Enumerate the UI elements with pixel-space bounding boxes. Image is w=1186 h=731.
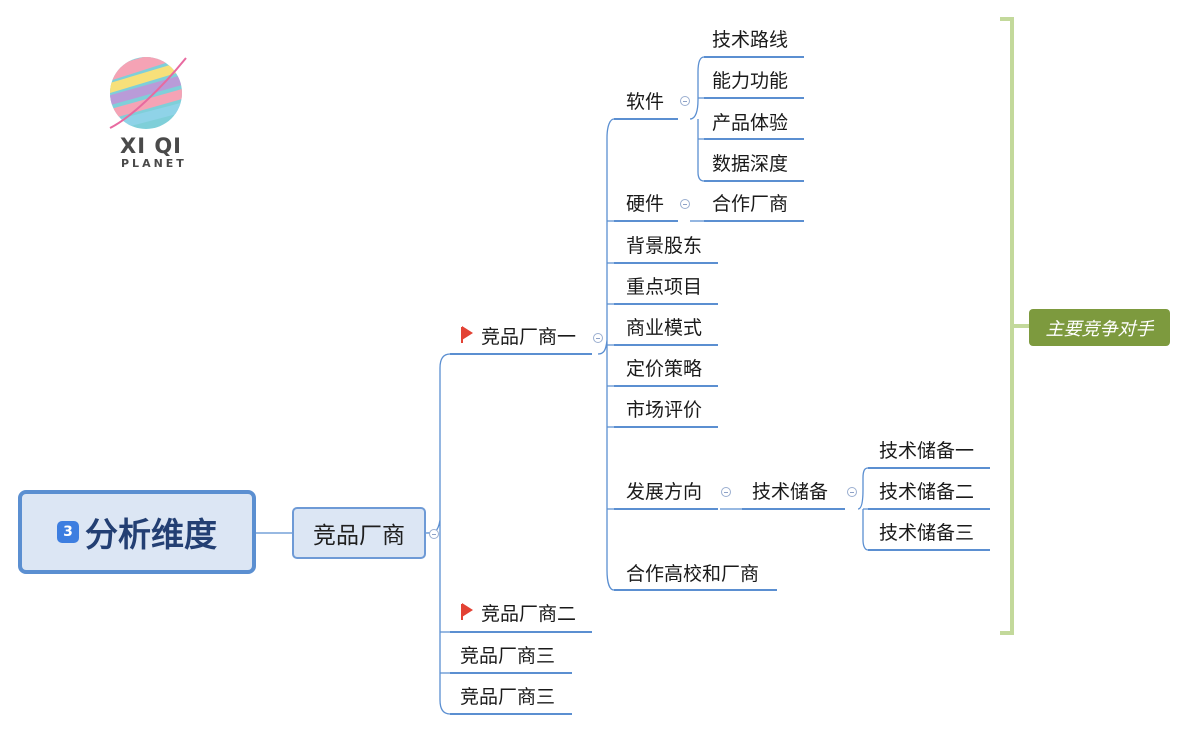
collapse-direction-icon[interactable] bbox=[721, 487, 731, 497]
vendor1-label: 竞品厂商一 bbox=[481, 326, 577, 348]
topic-vendor1[interactable]: 竞品厂商一 bbox=[461, 325, 576, 349]
topic-competitors[interactable]: 竞品厂商 bbox=[292, 507, 426, 559]
topic-software-child[interactable]: 技术路线 bbox=[712, 29, 789, 51]
topic-software[interactable]: 软件 bbox=[626, 91, 665, 113]
summary-label[interactable]: 主要竞争对手 bbox=[1029, 309, 1170, 346]
topic-pricing[interactable]: 定价策略 bbox=[626, 358, 703, 380]
collapse-software-icon[interactable] bbox=[680, 96, 690, 106]
logo-planet-icon bbox=[109, 57, 187, 129]
topic-partners[interactable]: 合作高校和厂商 bbox=[626, 563, 760, 585]
topic-hardware[interactable]: 硬件 bbox=[626, 193, 665, 215]
topic-background[interactable]: 背景股东 bbox=[626, 235, 703, 257]
connector-level1-vendors bbox=[425, 353, 451, 715]
topic-business[interactable]: 商业模式 bbox=[626, 317, 703, 339]
root-topic[interactable]: 3 分析维度 bbox=[18, 490, 256, 574]
topic-tech-child[interactable]: 技术储备三 bbox=[879, 522, 975, 544]
topic-direction[interactable]: 发展方向 bbox=[626, 481, 703, 503]
logo-line2: PLANET bbox=[121, 157, 187, 170]
collapse-tech-icon[interactable] bbox=[847, 487, 857, 497]
topic-vendor2[interactable]: 竞品厂商二 bbox=[461, 602, 576, 626]
logo-line1: XI QI bbox=[120, 134, 182, 158]
topic-hardware-child[interactable]: 合作厂商 bbox=[712, 193, 789, 215]
summary-bracket bbox=[1000, 17, 1029, 635]
connector-vendor1-branches bbox=[597, 118, 615, 591]
collapse-vendor1-icon[interactable] bbox=[593, 333, 603, 343]
root-title: 分析维度 bbox=[85, 515, 217, 554]
collapse-level1-icon[interactable] bbox=[429, 529, 439, 539]
flag-icon bbox=[461, 603, 477, 620]
vendor2-label: 竞品厂商二 bbox=[481, 603, 577, 625]
topic-software-child[interactable]: 能力功能 bbox=[712, 70, 789, 92]
priority-badge-icon: 3 bbox=[57, 521, 79, 543]
topic-vendor3b[interactable]: 竞品厂商三 bbox=[460, 686, 556, 708]
topic-projects[interactable]: 重点项目 bbox=[626, 276, 703, 298]
topic-vendor3a[interactable]: 竞品厂商三 bbox=[460, 645, 556, 667]
connector-tech-children bbox=[857, 467, 869, 551]
connector-software-children bbox=[689, 56, 705, 182]
topic-market[interactable]: 市场评价 bbox=[626, 399, 703, 421]
topic-tech-child[interactable]: 技术储备一 bbox=[879, 440, 975, 462]
topic-software-child[interactable]: 数据深度 bbox=[712, 153, 789, 175]
flag-icon bbox=[461, 326, 477, 343]
collapse-hardware-icon[interactable] bbox=[680, 199, 690, 209]
topic-tech-child[interactable]: 技术储备二 bbox=[879, 481, 975, 503]
topic-tech-reserve[interactable]: 技术储备 bbox=[752, 481, 829, 503]
topic-software-child[interactable]: 产品体验 bbox=[712, 112, 789, 134]
